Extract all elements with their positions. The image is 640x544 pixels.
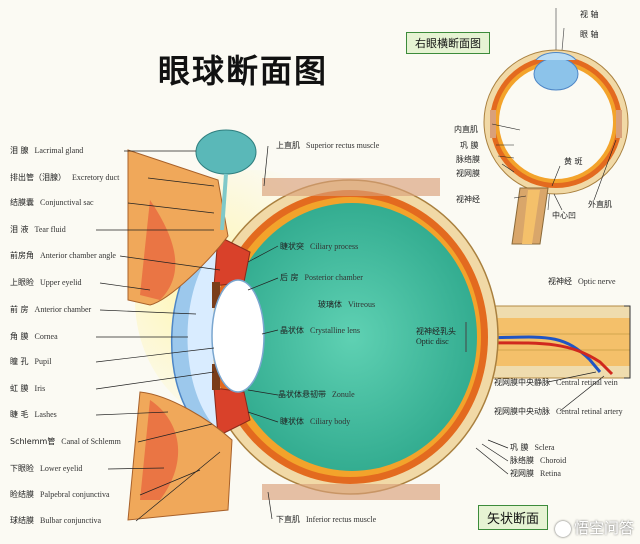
left-leader-lines <box>95 150 221 522</box>
inset-label-macula: 黄 斑 <box>564 157 583 166</box>
box-sagittal-label: 矢状断面 <box>478 505 549 530</box>
inset-label-optic-axis: 眼 轴 <box>580 30 599 39</box>
inset-label-lateral-rectus: 外直肌 <box>588 200 612 209</box>
iris-lower-shape <box>212 364 220 390</box>
inset-label-fovea: 中心凹 <box>552 211 576 220</box>
label-optic-disc: 视神经乳头 Optic disc <box>416 327 456 346</box>
optic-nerve-shape <box>469 305 631 379</box>
inferior-rectus-shape <box>262 484 440 500</box>
eyeball-shape <box>201 179 499 495</box>
lens-shape <box>211 279 265 393</box>
inset-label-retina: 视网膜 <box>456 169 480 178</box>
center-leader-lines <box>247 145 279 520</box>
ciliary-body-lower-shape <box>213 387 251 437</box>
excretory-duct-shape <box>220 173 228 231</box>
left-label-1: 排出管（泪腺）Excretory duct <box>10 173 120 182</box>
iris-upper-shape <box>212 282 220 308</box>
watermark: 悟空问答 <box>554 517 634 538</box>
inset-label-medial-rectus: 内直肌 <box>454 125 478 134</box>
inset-right-eye-diagram <box>483 8 629 245</box>
page-title: 眼球断面图 <box>158 52 329 90</box>
lacrimal-gland-shape <box>195 129 257 175</box>
superior-rectus-shape <box>262 178 440 196</box>
box-right-eye-label: 右眼横断面图 <box>406 32 490 54</box>
inset-label-sclera: 巩 膜 <box>460 141 479 150</box>
inset-label-choroid: 脉络膜 <box>456 155 480 164</box>
right-leader-lines <box>475 371 605 475</box>
watermark-logo-icon <box>554 520 571 537</box>
inset-label-visual-axis: 视 轴 <box>580 10 599 19</box>
inset-label-optic-nerve: 视神经 <box>456 195 480 204</box>
